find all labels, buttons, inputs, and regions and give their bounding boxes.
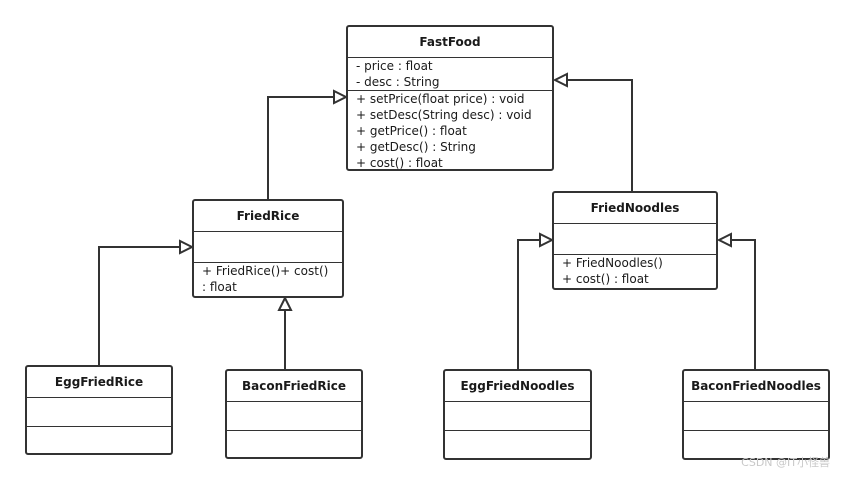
inheritance-arrowhead xyxy=(277,295,293,311)
method: + cost() : float xyxy=(562,272,649,286)
inheritance-arrowhead xyxy=(552,72,568,88)
method: + getPrice() : float xyxy=(356,124,467,138)
methods-section xyxy=(445,430,590,459)
methods-section: + FriedNoodles() + cost() : float xyxy=(554,254,716,289)
methods-section xyxy=(27,426,171,454)
attributes-section xyxy=(227,402,361,430)
class-name: EggFriedNoodles xyxy=(445,371,590,402)
edge-friedrice-fastfood xyxy=(267,96,334,201)
attributes-section: - price : float - desc : String xyxy=(348,58,552,90)
attribute: - desc : String xyxy=(356,75,440,89)
class-name: FriedRice xyxy=(194,201,342,232)
class-name: FriedNoodles xyxy=(554,193,716,224)
inheritance-arrowhead xyxy=(539,232,555,248)
attributes-section xyxy=(27,398,171,426)
edge-baconfriednoodles-friednoodles xyxy=(731,239,756,370)
class-friednoodles[interactable]: FriedNoodles + FriedNoodles() + cost() :… xyxy=(552,191,718,290)
class-baconfriednoodles[interactable]: BaconFriedNoodles xyxy=(682,369,830,460)
methods-section xyxy=(684,430,828,459)
class-baconfriedrice[interactable]: BaconFriedRice xyxy=(225,369,363,459)
inheritance-arrowhead xyxy=(333,89,349,105)
method: + setDesc(String desc) : void xyxy=(356,108,532,122)
attribute: - price : float xyxy=(356,59,433,73)
attributes-section xyxy=(554,224,716,254)
method: + setPrice(float price) : void xyxy=(356,92,525,106)
method: + FriedNoodles() xyxy=(562,256,663,270)
methods-section xyxy=(227,430,361,458)
class-eggfriednoodles[interactable]: EggFriedNoodles xyxy=(443,369,592,460)
watermark: CSDN @IT小怪兽 xyxy=(741,456,830,469)
method: + cost() : float xyxy=(356,156,443,170)
attributes-section xyxy=(445,402,590,430)
attributes-section xyxy=(684,402,828,430)
class-name: FastFood xyxy=(348,27,552,58)
edge-eggfriednoodles-friednoodles xyxy=(517,239,540,370)
inheritance-arrowhead xyxy=(179,239,195,255)
class-friedrice[interactable]: FriedRice + FriedRice()+ cost() : float xyxy=(192,199,344,298)
edge-friednoodles-fastfood xyxy=(567,79,633,193)
method: : float xyxy=(202,280,237,294)
inheritance-arrowhead xyxy=(716,232,732,248)
class-name: EggFriedRice xyxy=(27,367,171,398)
methods-section: + FriedRice()+ cost() : float xyxy=(194,262,342,297)
class-name: BaconFriedRice xyxy=(227,371,361,402)
class-eggfriedrice[interactable]: EggFriedRice xyxy=(25,365,173,455)
method: + getDesc() : String xyxy=(356,140,476,154)
method: + FriedRice()+ cost() xyxy=(202,264,329,278)
class-name: BaconFriedNoodles xyxy=(684,371,828,402)
attributes-section xyxy=(194,232,342,262)
class-fastfood[interactable]: FastFood - price : float - desc : String… xyxy=(346,25,554,171)
edge-eggfriedrice-friedrice xyxy=(98,246,180,366)
methods-section: + setPrice(float price) : void + setDesc… xyxy=(348,90,552,170)
